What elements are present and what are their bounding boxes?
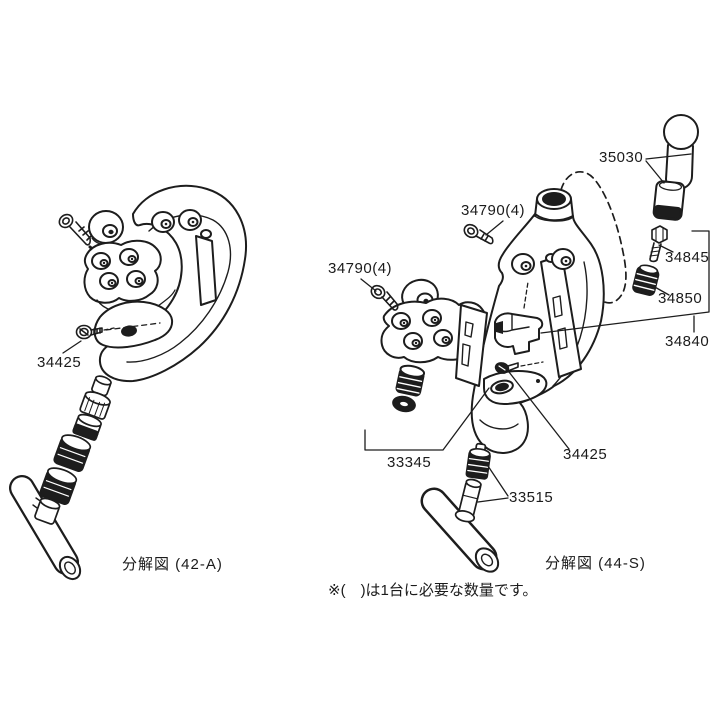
part-label-35030: 35030 <box>599 149 644 166</box>
leader-34425-42a <box>62 340 82 354</box>
bolt-34845 <box>649 225 668 263</box>
t-handle-44s <box>420 487 500 573</box>
part-label-34790-top: 34790(4) <box>461 202 526 219</box>
screw-34425-44s <box>494 361 544 374</box>
cutter-block-34840 <box>494 312 544 355</box>
part-label-34790-left: 34790(4) <box>328 260 393 277</box>
slide-bar-44s <box>540 253 582 378</box>
part-label-33515: 33515 <box>509 489 554 506</box>
screw-34425-42a <box>75 324 115 340</box>
slide-bar-42a <box>195 235 217 306</box>
rollers-42a <box>151 209 202 233</box>
feed-pin-33515 <box>454 478 482 523</box>
part-label-33345: 33345 <box>387 454 432 471</box>
feed-screw-stack-42a <box>34 375 112 525</box>
diagram-caption-44s: 分解図 (44-S) <box>545 555 646 572</box>
handle-35030 <box>652 114 699 221</box>
cutter-42a-group <box>9 184 247 581</box>
ghost-outline-44s <box>560 170 627 304</box>
bracket-34840 <box>540 230 710 334</box>
lower-jaw-44s <box>483 370 548 405</box>
spring-34850 <box>632 264 660 296</box>
part-label-34425-44s: 34425 <box>563 446 608 463</box>
part-label-34845: 34845 <box>665 249 710 266</box>
top-boss-44s <box>534 188 574 222</box>
footnote: ※( )は1台に必要な数量です。 <box>328 582 538 599</box>
carriage-33345 <box>380 278 488 413</box>
lower-jaw-42a <box>93 289 176 349</box>
screw-34790-top <box>463 223 494 245</box>
part-label-34840: 34840 <box>665 333 710 350</box>
diagram-caption-42a: 分解図 (42-A) <box>122 556 223 573</box>
leader-lines <box>360 153 710 503</box>
cutter-44s-group <box>360 114 710 573</box>
screw-34790-left <box>370 284 399 311</box>
feed-screw-33515 <box>465 442 491 480</box>
bracket-33345 <box>364 387 490 451</box>
carriage-42a <box>83 239 162 313</box>
part-label-34425-42a: 34425 <box>37 354 82 371</box>
rollers-44s <box>511 248 575 275</box>
part-label-34850: 34850 <box>658 290 703 307</box>
t-handle-42a <box>9 475 82 581</box>
cutter-wheel-42a <box>88 210 124 245</box>
